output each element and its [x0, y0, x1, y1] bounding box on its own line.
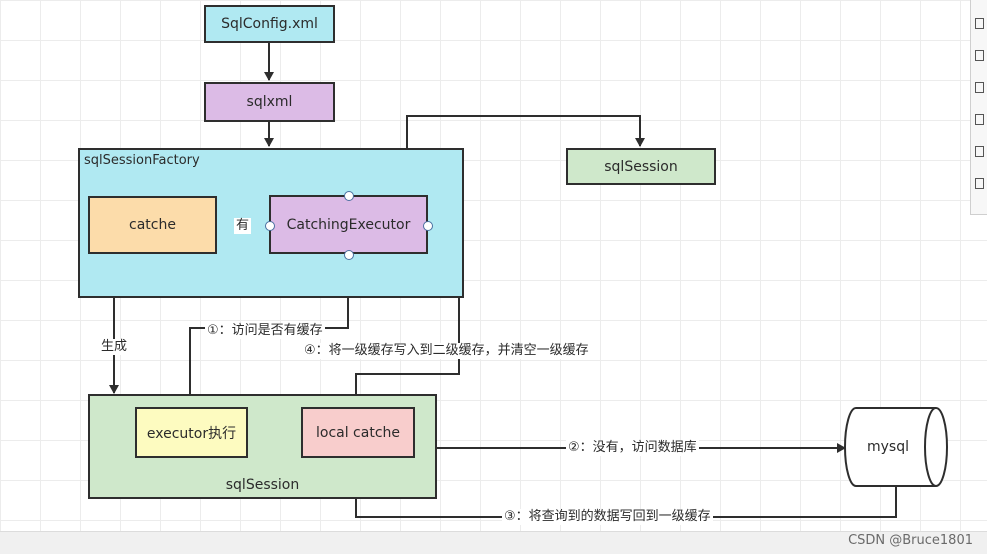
tool-icon-6[interactable]	[975, 178, 984, 189]
executor-node[interactable]: executor执行	[135, 407, 248, 458]
sqlsession-right-node[interactable]: sqlSession	[566, 148, 716, 185]
tool-icon-1[interactable]	[975, 18, 984, 29]
tool-icon-3[interactable]	[975, 82, 984, 93]
edge-label-you: 有	[234, 218, 252, 234]
watermark: CSDN @Bruce1801	[848, 533, 973, 548]
sqlconfig-node[interactable]: SqlConfig.xml	[204, 5, 335, 43]
sqlxml-node[interactable]: sqlxml	[204, 82, 335, 122]
catche-node[interactable]: catche	[88, 196, 217, 254]
executor-top-handle[interactable]	[344, 191, 354, 201]
local-catche-node[interactable]: local catche	[301, 407, 415, 458]
mysql-cylinder	[844, 407, 948, 487]
executor-right-handle[interactable]	[423, 221, 433, 231]
executor-left-handle[interactable]	[265, 221, 275, 231]
edge-label-step1: ①：访问是否有缓存	[205, 323, 325, 339]
mysql-label: mysql	[867, 439, 909, 455]
sqlsession-bottom-title: sqlSession	[225, 477, 300, 493]
tool-icon-4[interactable]	[975, 114, 984, 125]
tool-panel	[970, 0, 987, 215]
edge-label-step4: ④：将一级缓存写入到二级缓存，并清空一级缓存	[302, 343, 591, 359]
catching-executor-node[interactable]: CatchingExecutor	[269, 195, 428, 254]
edge-label-step2: ②：没有，访问数据库	[566, 440, 699, 456]
executor-bottom-handle[interactable]	[344, 250, 354, 260]
tool-icon-2[interactable]	[975, 50, 984, 61]
tool-icon-5[interactable]	[975, 146, 984, 157]
edge-factory-to-sqlsession-right	[406, 115, 645, 148]
edge-label-step3: ③：将查询到的数据写回到一级缓存	[502, 509, 713, 525]
sqlsessionfactory-title: sqlSessionFactory	[84, 153, 200, 168]
bottom-bar	[0, 531, 987, 554]
edge-label-shengcheng: 生成	[99, 339, 130, 355]
